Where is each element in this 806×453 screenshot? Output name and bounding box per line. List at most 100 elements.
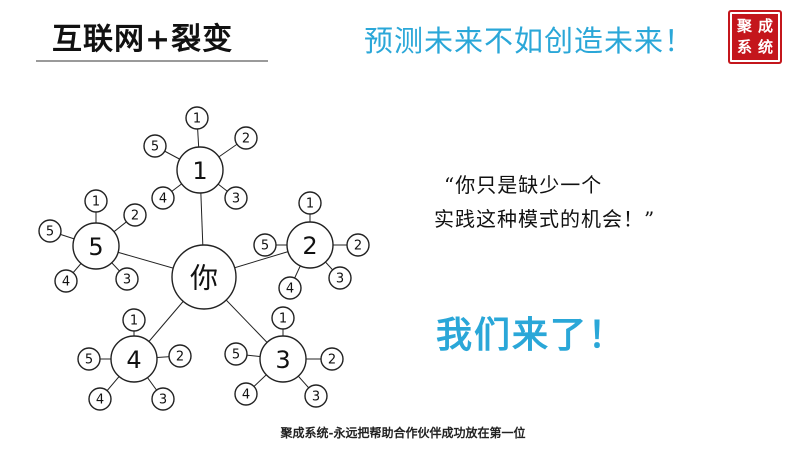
leaf-node-circle: [77, 347, 101, 371]
leaf-node: 3: [151, 387, 175, 411]
leaf-node-label: 2: [242, 132, 250, 147]
leaf-node: 3: [224, 186, 248, 210]
leaf-node: 5: [38, 219, 62, 243]
hub-node-circle: [176, 146, 224, 194]
leaf-node: 3: [115, 267, 139, 291]
center-node-label: 你: [190, 262, 218, 295]
leaf-node-circle: [151, 387, 175, 411]
leaf-node-circle: [185, 106, 209, 130]
leaf-node-label: 3: [336, 272, 344, 287]
leaf-node-circle: [151, 186, 175, 210]
leaf-node-circle: [143, 134, 167, 158]
hub-node-2: 2: [286, 221, 334, 269]
leaf-node-label: 3: [232, 192, 240, 207]
leaf-node: 2: [234, 126, 258, 150]
leaf-node: 4: [54, 269, 78, 293]
leaf-node-circle: [224, 186, 248, 210]
leaf-node-label: 1: [92, 195, 100, 210]
hub-node-3: 3: [259, 335, 307, 383]
leaf-node-circle: [84, 189, 108, 213]
quote-line-2: 实践这种模式的机会！”: [434, 207, 656, 231]
leaf-node: 2: [346, 233, 370, 257]
page-title: 互联网+裂变: [52, 22, 234, 57]
hub-node-1: 1: [176, 146, 224, 194]
hub-node-circle: [286, 221, 334, 269]
leaf-node-label: 5: [151, 140, 159, 155]
leaf-node: 1: [298, 191, 322, 215]
leaf-node-circle: [346, 233, 370, 257]
seal-char: 系: [736, 38, 752, 56]
center-node-circle: [171, 244, 237, 310]
seal-char: 成: [757, 17, 773, 35]
leaf-node-label: 3: [123, 273, 131, 288]
title-underline: [36, 60, 268, 62]
quote-line-1: “你只是缺少一个: [444, 173, 603, 197]
hub-node-label: 3: [275, 346, 290, 374]
hub-node-label: 1: [192, 157, 207, 185]
leaf-node: 1: [122, 308, 146, 332]
hub-node-5: 5: [72, 222, 120, 270]
hub-node-circle: [110, 335, 158, 383]
quote-block: “你只是缺少一个 实践这种模式的机会！”: [434, 168, 655, 236]
leaf-node: 4: [278, 276, 302, 300]
leaf-node-circle: [115, 267, 139, 291]
leaf-node: 5: [143, 134, 167, 158]
seal-char: 统: [757, 38, 773, 56]
leaf-node-label: 1: [130, 314, 138, 329]
leaf-node-circle: [224, 342, 248, 366]
leaf-node-label: 1: [306, 197, 314, 212]
leaf-node-circle: [278, 276, 302, 300]
leaf-node: 2: [320, 347, 344, 371]
leaf-node-circle: [298, 191, 322, 215]
leaf-node: 5: [77, 347, 101, 371]
leaf-node-circle: [271, 306, 295, 330]
leaf-node-circle: [38, 219, 62, 243]
leaf-node-circle: [234, 126, 258, 150]
leaf-node-label: 4: [242, 388, 250, 403]
leaf-node-label: 3: [312, 390, 320, 405]
leaf-node-circle: [328, 266, 352, 290]
hub-node-label: 4: [126, 346, 141, 374]
leaf-node: 1: [185, 106, 209, 130]
leaf-node-circle: [304, 384, 328, 408]
leaf-node-label: 2: [131, 209, 139, 224]
leaf-node-label: 5: [232, 348, 240, 363]
leaf-node: 5: [253, 233, 277, 257]
leaf-node-label: 2: [354, 239, 362, 254]
leaf-node-label: 2: [328, 353, 336, 368]
slogan: 预测未来不如创造未来！: [364, 24, 695, 58]
brand-seal-logo: 聚 成 系 统: [728, 10, 782, 64]
hub-node-4: 4: [110, 335, 158, 383]
leaf-node-circle: [122, 308, 146, 332]
leaf-node-label: 1: [193, 112, 201, 127]
hub-node-circle: [259, 335, 307, 383]
hub-node-circle: [72, 222, 120, 270]
leaf-node: 3: [304, 384, 328, 408]
leaf-node-label: 4: [62, 275, 70, 290]
leaf-node: 4: [88, 387, 112, 411]
call-to-action: 我们来了！: [436, 315, 627, 356]
leaf-node-label: 4: [96, 393, 104, 408]
leaf-node-label: 2: [176, 350, 184, 365]
leaf-node-circle: [168, 344, 192, 368]
leaf-node-circle: [54, 269, 78, 293]
leaf-node-label: 5: [46, 225, 54, 240]
footer-tagline: 聚成系统-永远把帮助合作伙伴成功放在第一位: [280, 426, 526, 440]
leaf-node-label: 5: [85, 353, 93, 368]
center-node: 你: [171, 244, 237, 310]
leaf-node-circle: [320, 347, 344, 371]
leaf-node: 3: [328, 266, 352, 290]
hub-node-label: 5: [88, 233, 103, 261]
leaf-node-circle: [253, 233, 277, 257]
leaf-node-circle: [123, 203, 147, 227]
leaf-node: 4: [234, 382, 258, 406]
leaf-node-circle: [88, 387, 112, 411]
leaf-node: 5: [224, 342, 248, 366]
seal-char: 聚: [736, 17, 752, 35]
leaf-node-label: 4: [286, 282, 294, 297]
leaf-node-label: 1: [279, 312, 287, 327]
leaf-node: 4: [151, 186, 175, 210]
hub-node-label: 2: [302, 232, 317, 260]
leaf-node-circle: [234, 382, 258, 406]
